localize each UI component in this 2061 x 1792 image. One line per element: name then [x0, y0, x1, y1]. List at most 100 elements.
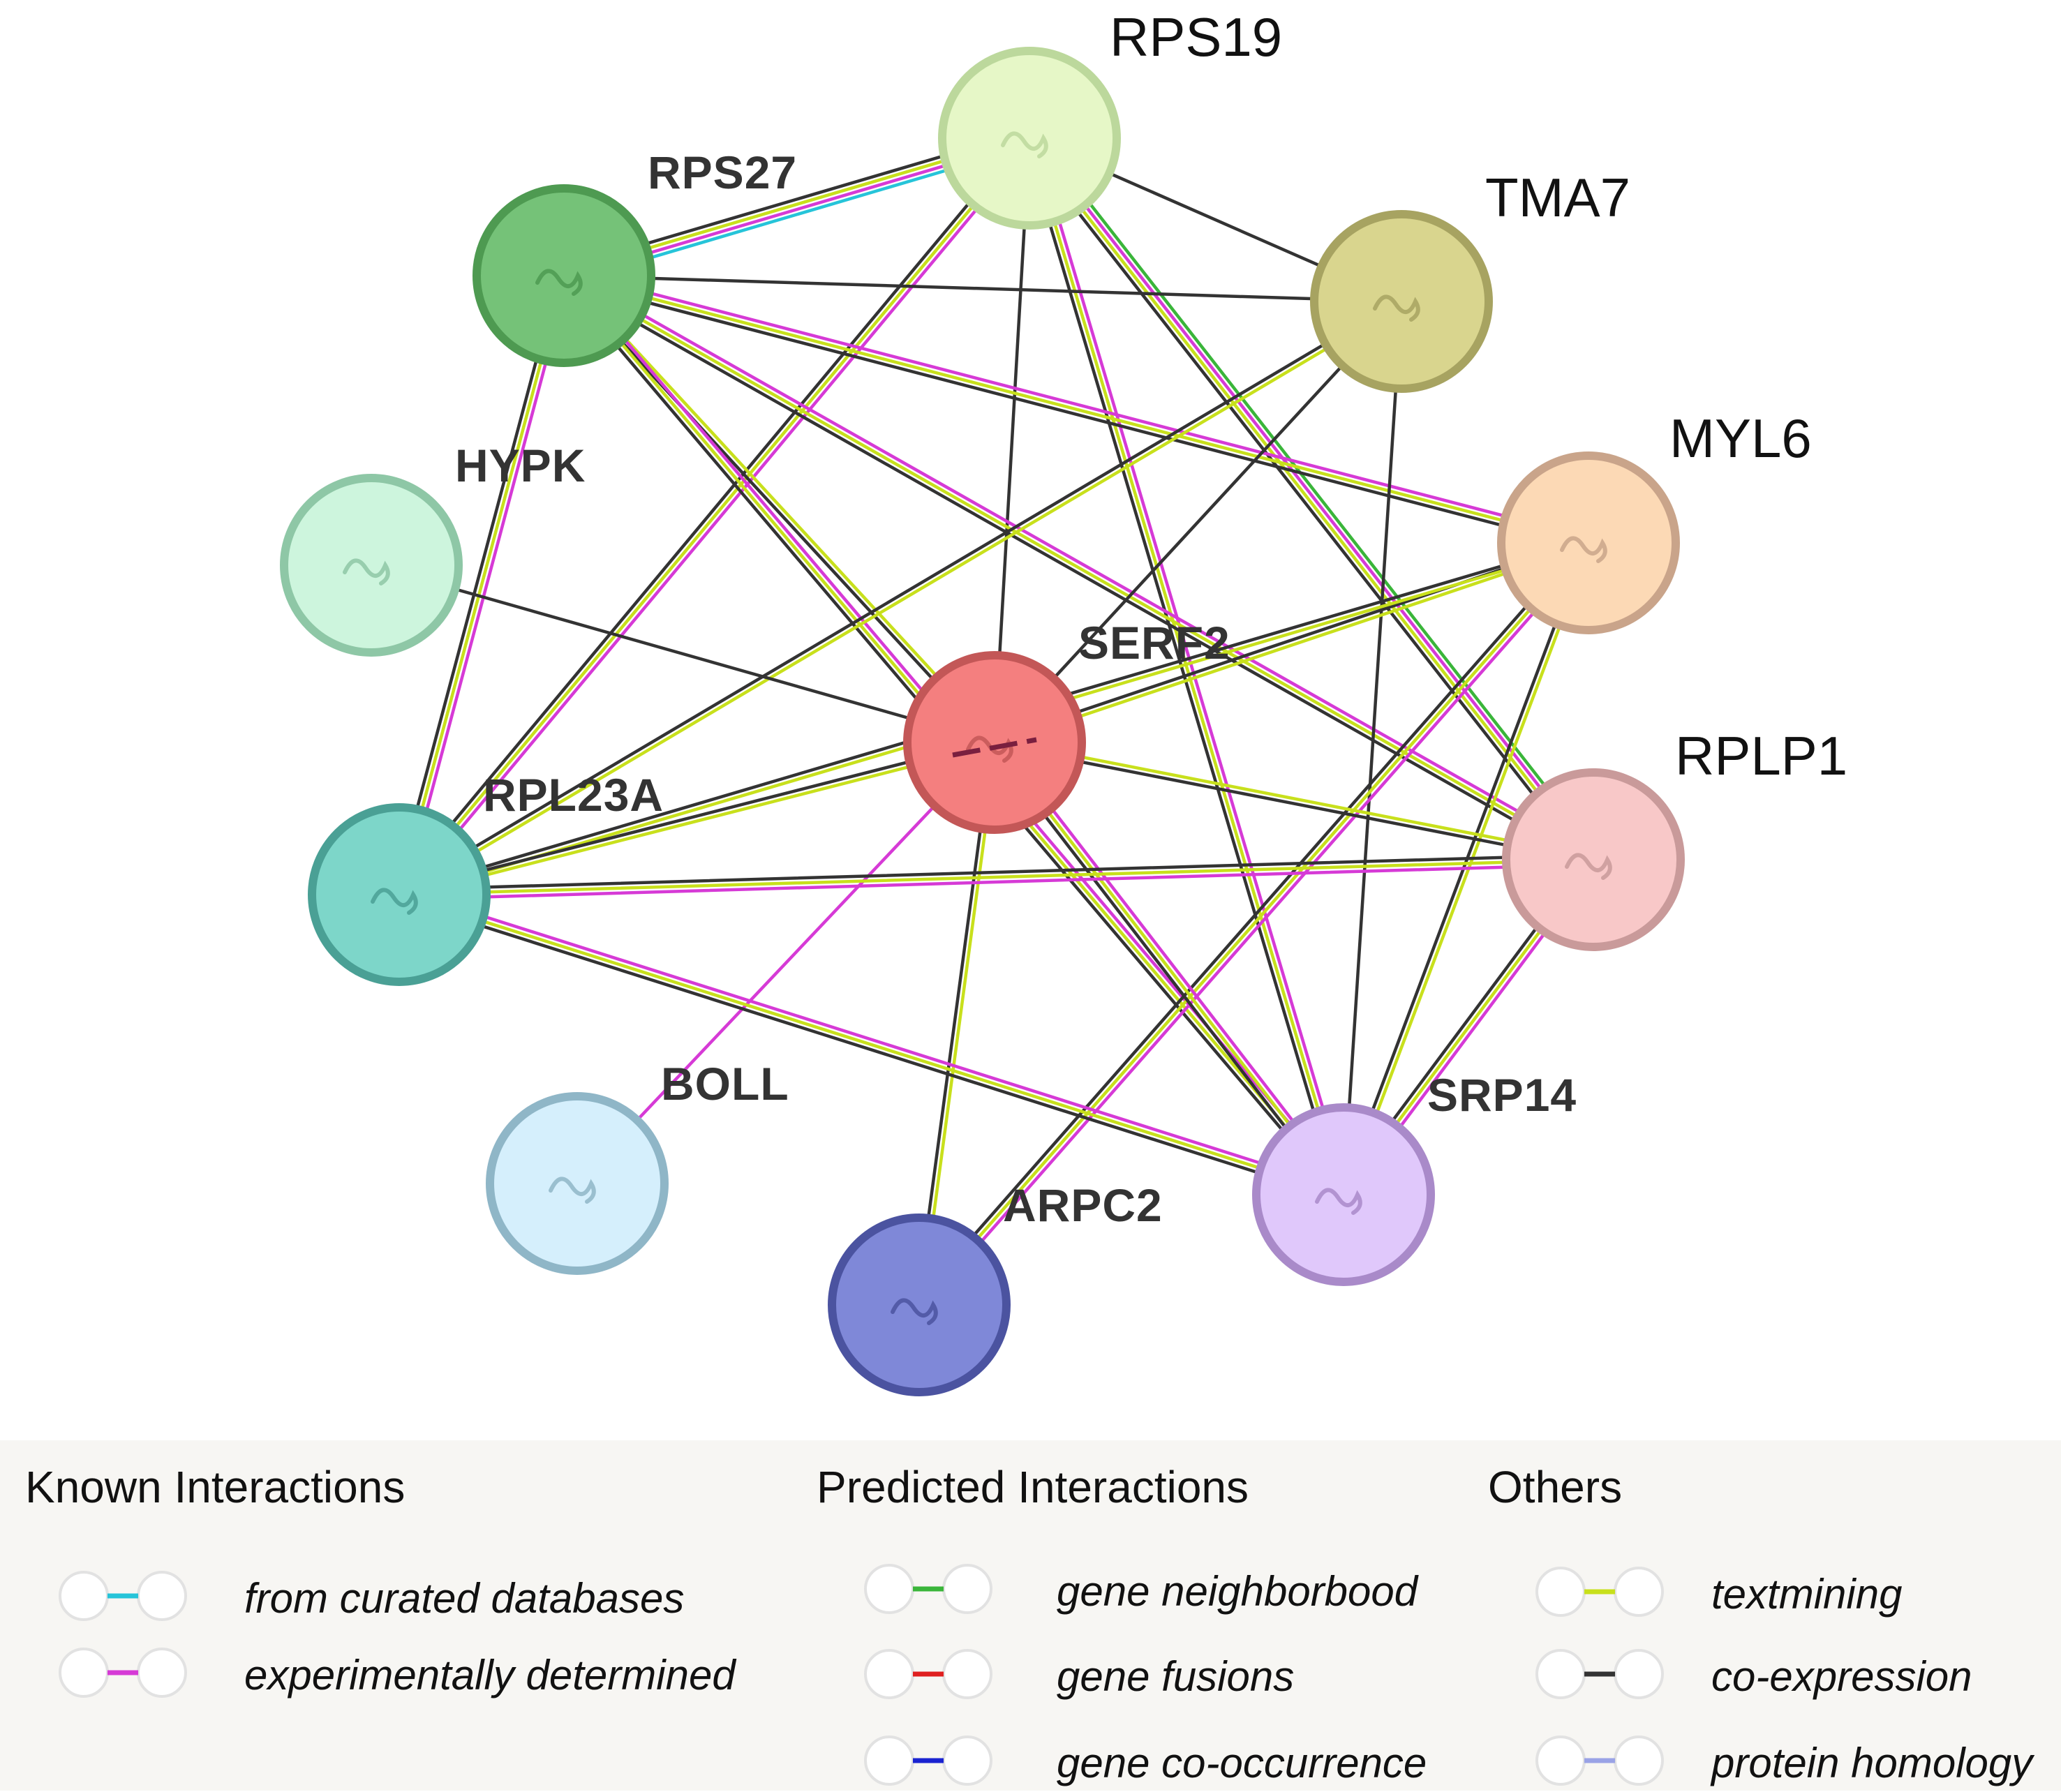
legend-edge-sample — [1535, 1735, 1664, 1786]
edge-strand-co-expression — [369, 563, 997, 745]
edge-serf2-srp14 — [989, 738, 1349, 1200]
legend-item-label: experimentally determined — [244, 1652, 736, 1698]
node-label-serf2: SERF2 — [1078, 617, 1230, 669]
legend-item-label: protein homology — [1711, 1740, 2033, 1786]
node-arpc2[interactable] — [828, 1214, 1011, 1396]
legend-node-circle — [59, 1648, 109, 1698]
node-label-rpl23a: RPL23A — [483, 769, 664, 821]
edge-strand-co-expression — [992, 743, 1595, 864]
node-label-rps19: RPS19 — [1110, 6, 1282, 68]
node-circle — [1310, 210, 1493, 393]
edge-myl6-arpc2 — [914, 538, 1594, 1310]
legend-node-circle — [59, 1571, 109, 1621]
node-circle — [280, 474, 463, 657]
node-hypk[interactable] — [280, 474, 463, 657]
protein-structure-icon — [891, 1298, 938, 1325]
node-tma7[interactable] — [1310, 210, 1493, 393]
node-circle — [903, 651, 1086, 834]
node-circle — [1502, 768, 1685, 951]
edge-strand-experimentally-determined — [997, 738, 1349, 1193]
legend-edge-sample — [1535, 1567, 1664, 1617]
protein-structure-icon — [1315, 1188, 1362, 1215]
legend-edge-sample — [1535, 1649, 1664, 1699]
node-myl6[interactable] — [1497, 451, 1680, 634]
edge-strand-textmining — [920, 741, 999, 1307]
edge-hypk-serf2 — [369, 563, 997, 745]
legend-item-label: gene fusions — [1057, 1653, 1295, 1700]
edge-strand-textmining — [917, 541, 1591, 1307]
node-label-srp14: SRP14 — [1427, 1069, 1577, 1121]
edge-rps27-serf2 — [560, 272, 998, 746]
legend-node-circle — [864, 1564, 914, 1614]
protein-structure-icon — [549, 1177, 596, 1204]
node-boll[interactable] — [486, 1092, 669, 1275]
legend-node-circle — [942, 1735, 992, 1786]
protein-structure-icon — [1001, 131, 1048, 158]
edge-rpl23a-srp14 — [396, 888, 1347, 1201]
legend-node-circle — [942, 1564, 992, 1614]
node-rps19[interactable] — [938, 47, 1121, 230]
protein-structure-icon — [1373, 294, 1420, 322]
protein-structure-icon — [1565, 853, 1612, 880]
legend-panel: Known Interactions from curated database… — [0, 1440, 2061, 1791]
legend-node-circle — [1535, 1735, 1586, 1786]
edge-strand-co-expression — [560, 278, 1589, 550]
edge-strand-co-expression — [397, 853, 1595, 892]
edge-strand-textmining — [564, 272, 998, 742]
node-rplp1[interactable] — [1502, 768, 1685, 951]
node-circle — [1497, 451, 1680, 634]
edge-strand-textmining — [1027, 136, 1346, 1197]
edge-strand-co-expression — [396, 738, 996, 894]
protein-structure-icon — [371, 888, 418, 915]
legend-node-circle — [1535, 1649, 1586, 1699]
legend-edge-sample — [59, 1648, 187, 1698]
node-label-arpc2: ARPC2 — [1003, 1179, 1163, 1231]
legend-node-circle — [1614, 1649, 1664, 1699]
edge-strand-experimentally-determined — [401, 140, 1035, 899]
edge-tma7-srp14 — [1341, 299, 1404, 1197]
edge-strand-co-expression — [392, 272, 561, 895]
edge-rps27-rplp1 — [560, 269, 1598, 866]
legend-item-label: gene co-occurrence — [1057, 1740, 1427, 1786]
edge-strand-co-expression — [1022, 141, 1589, 866]
node-rpl23a[interactable] — [308, 803, 491, 986]
node-label-rplp1: RPLP1 — [1675, 725, 1847, 786]
nodes-layer — [280, 47, 1685, 1396]
edge-strand-experimentally-determined — [1032, 135, 1350, 1195]
serf2-structure-icon — [952, 737, 1037, 758]
legend-item-label: gene neighborbood — [1057, 1568, 1418, 1615]
edge-serf2-arpc2 — [915, 740, 999, 1307]
legend-node-circle — [1614, 1735, 1664, 1786]
legend-heading: Predicted Interactions — [817, 1462, 1249, 1512]
legend-edge-sample — [864, 1649, 992, 1699]
edge-strand-experimentally-determined — [399, 888, 1347, 1192]
edge-strand-textmining — [993, 738, 1595, 859]
edge-rps19-srp14 — [1023, 135, 1350, 1198]
edge-serf2-rplp1 — [992, 738, 1595, 864]
legend-item-label: co-expression — [1711, 1653, 1972, 1700]
node-label-myl6: MYL6 — [1669, 408, 1812, 469]
edge-rplp1-rpl23a — [397, 853, 1595, 902]
edge-rps27-rpl23a — [392, 272, 571, 898]
edge-strand-co-expression — [992, 136, 1032, 745]
node-srp14[interactable] — [1252, 1103, 1435, 1286]
edge-serf2-boll — [575, 740, 997, 1186]
node-serf2[interactable] — [903, 651, 1086, 834]
edge-serf2-rpl23a — [396, 738, 997, 899]
node-label-rps27: RPS27 — [648, 147, 797, 198]
legend-node-circle — [1535, 1567, 1586, 1617]
protein-structure-icon — [1560, 536, 1607, 563]
edge-rps19-rplp1 — [1022, 132, 1601, 866]
node-rps27[interactable] — [473, 184, 655, 367]
edge-strand-co-expression — [396, 297, 1402, 895]
edge-strand-textmining — [397, 893, 1346, 1197]
edge-strand-experimentally-determined — [563, 269, 1592, 540]
edge-strand-experimentally-determined — [921, 544, 1594, 1310]
edge-strand-co-expression — [1023, 137, 1341, 1198]
edge-strand-co-expression — [560, 278, 1593, 866]
edge-strand-co-expression — [989, 744, 1341, 1200]
edge-strand-textmining — [397, 274, 566, 897]
edge-rps27-myl6 — [560, 269, 1592, 550]
legend-item-label: from curated databases — [244, 1575, 685, 1622]
